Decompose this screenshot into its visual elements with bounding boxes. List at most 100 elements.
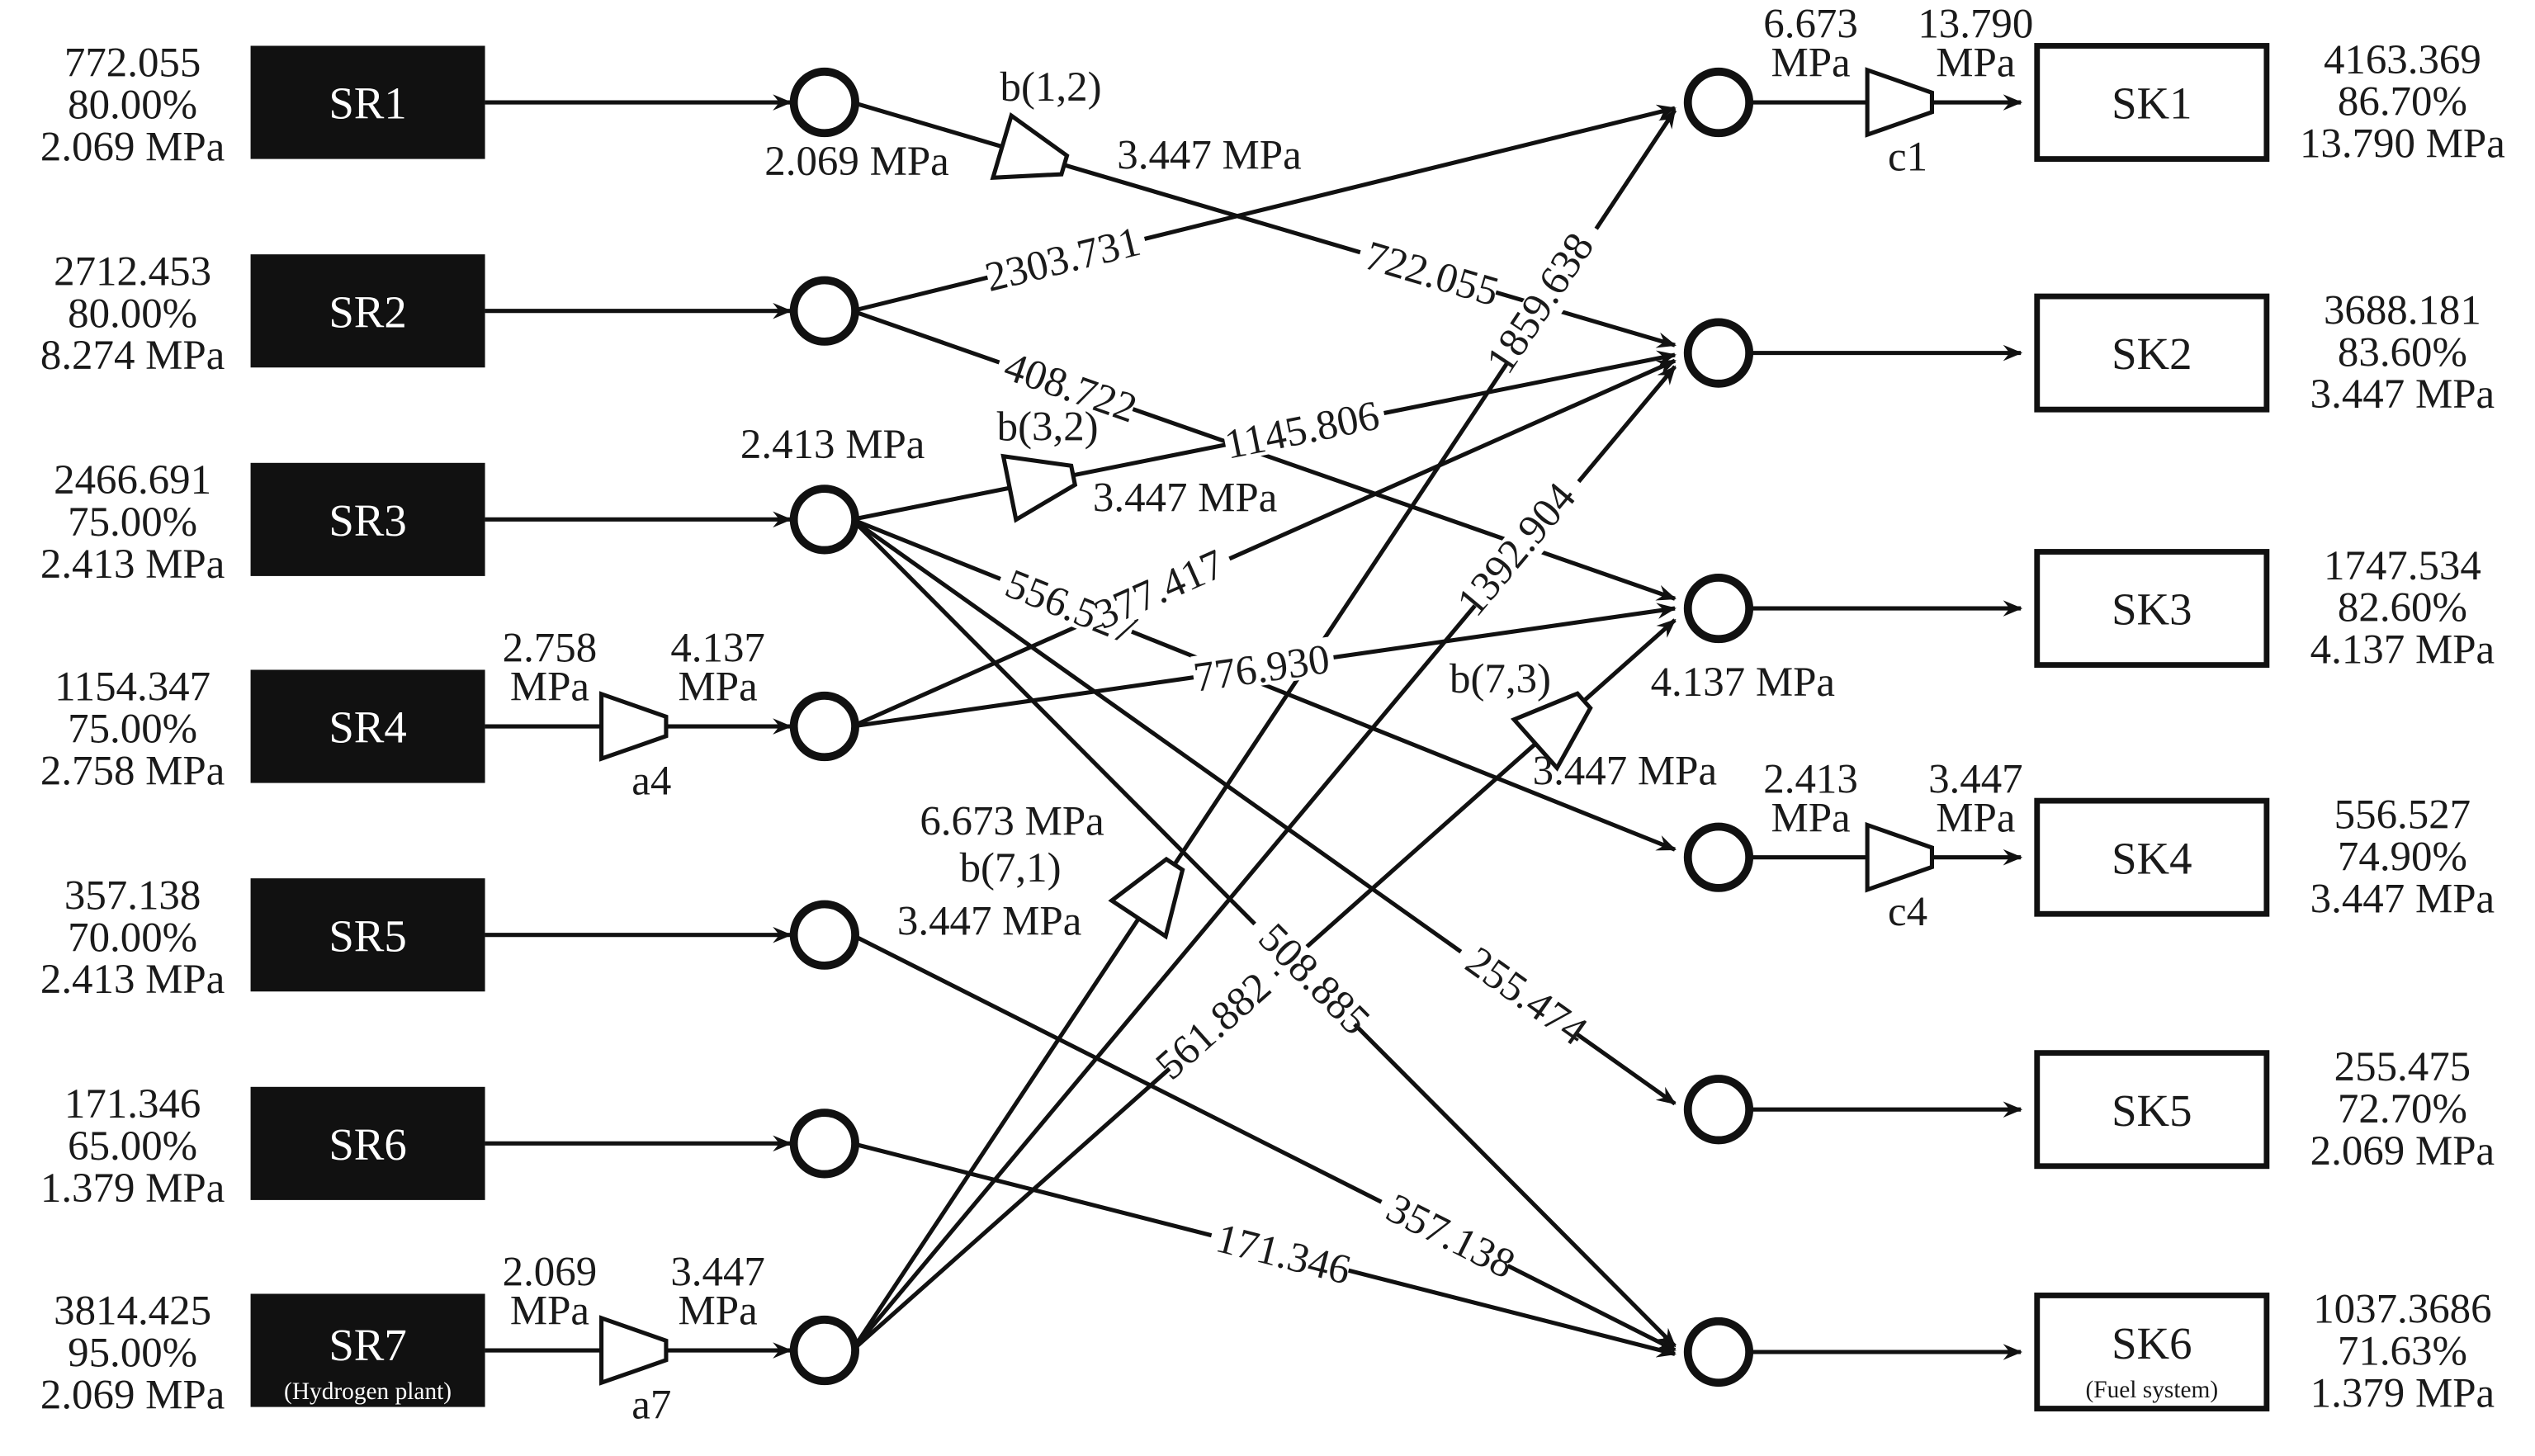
mixer-node-sr4 (789, 691, 859, 762)
source-purity: 80.00% (68, 291, 197, 337)
source-label: SR2 (329, 286, 406, 337)
flow-label-bg (1155, 958, 1288, 1082)
mixer-node-sr2 (789, 276, 859, 346)
source-box-sr4 (250, 669, 485, 783)
sink-box-sk3 (2034, 549, 2270, 669)
compressor-outlet-pressure: 13.790 (1918, 2, 2033, 48)
sink-flow: 1037.3686 (2313, 1287, 2491, 1333)
source-label: SR3 (329, 495, 406, 546)
flow-label-bg (1221, 392, 1388, 463)
compressor-icon (1108, 856, 1185, 940)
flow-value-label: 2303.731 (981, 219, 1145, 301)
sink-box-sk5 (2034, 1050, 2270, 1170)
sink-box-sk6 (2034, 1293, 2270, 1411)
sink-flow: 255.475 (2334, 1044, 2471, 1090)
branch-compressor-outlet-pressure: 3.447 MPa (1093, 475, 1277, 522)
splitter-node-sk1 (1683, 67, 1754, 138)
mixer-node-sr5 (789, 900, 859, 970)
sink-pressure: 3.447 MPa (2310, 371, 2495, 418)
flow-line (851, 358, 1677, 729)
source-purity: 70.00% (68, 915, 197, 961)
branch-compressor-name: b(1,2) (1000, 64, 1102, 111)
flow-label-bg (982, 218, 1149, 295)
source-purity: 65.00% (68, 1123, 197, 1170)
branch-compressor-b(7,3) (1510, 691, 1593, 772)
branch-compressor-outlet-pressure: 3.447 MPa (1117, 132, 1301, 178)
flow-label-bg (1489, 217, 1611, 374)
source-box-sr1 (250, 45, 485, 159)
sink-flow: 556.527 (2334, 792, 2471, 838)
splitter-node-sk5 (1683, 1075, 1754, 1145)
compressor-outlet-unit: MPa (1936, 795, 2015, 841)
mixer-node-sr7 (789, 1315, 859, 1386)
source-label: SR4 (329, 702, 406, 753)
source-flow: 171.346 (64, 1081, 201, 1127)
flow-label-bg (1459, 468, 1592, 617)
branch-compressor-name: b(3,2) (997, 404, 1099, 450)
sink-purity: 83.60% (2338, 329, 2467, 376)
branch-compressor-inlet-pressure: 2.413 MPa (740, 422, 925, 468)
flow-value-label: 1859.638 (1478, 225, 1603, 382)
branch-compressor-name: b(7,3) (1450, 656, 1551, 702)
source-purity: 80.00% (68, 83, 197, 129)
branch-compressor-inlet-pressure: 3.447 MPa (897, 899, 1081, 945)
branch-compressor-name: b(7,1) (960, 845, 1062, 891)
flow-value-label: 377.417 (1088, 541, 1232, 639)
compressor-outlet-pressure: 4.137 (670, 626, 765, 672)
sink-pressure: 1.379 MPa (2310, 1371, 2495, 1417)
compressor-inlet-unit: MPa (1771, 40, 1850, 87)
branch-compressor-b(3,2) (1000, 453, 1078, 523)
sink-flow: 1747.534 (2324, 543, 2481, 589)
sink-pressure: 2.069 MPa (2310, 1128, 2495, 1175)
source-purity: 75.00% (68, 707, 197, 753)
flow-value-label: 722.055 (1360, 233, 1504, 316)
compressor-icon-a7 (599, 1315, 669, 1386)
sink-box-sk2 (2034, 293, 2270, 413)
compressor-inlet-pressure: 6.673 (1763, 2, 1858, 48)
sink-pressure: 4.137 MPa (2310, 627, 2495, 674)
compressor-icon-a4 (599, 691, 669, 762)
flow-label-bg (1190, 636, 1336, 696)
sink-purity: 71.63% (2338, 1329, 2467, 1375)
flow-value-label: 357.138 (1379, 1185, 1522, 1288)
branch-compressor-outlet-pressure: 4.137 MPa (1651, 659, 1835, 706)
compressor-name: c1 (1888, 134, 1927, 180)
mixer-node-sr3 (789, 485, 859, 555)
flow-label-bg (1373, 1183, 1517, 1282)
compressor-inlet-pressure: 2.413 (1763, 756, 1858, 802)
mixer-node-sr6 (789, 1109, 859, 1179)
source-purity: 95.00% (68, 1331, 197, 1377)
branch-compressor-b(1,2) (990, 111, 1070, 180)
flow-value-label: 561.882 (1147, 964, 1280, 1090)
source-pressure: 2.413 MPa (40, 957, 225, 1003)
branch-compressor-outlet-pressure: 6.673 MPa (920, 798, 1104, 844)
compressor-inlet-pressure: 2.069 (503, 1250, 598, 1296)
flow-label-bg (993, 559, 1140, 649)
compressor-outlet-pressure: 3.447 (1928, 756, 2023, 802)
compressor-outlet-pressure: 3.447 (670, 1250, 765, 1296)
sink-purity: 72.70% (2338, 1086, 2467, 1132)
branch-compressor-inlet-pressure: 3.447 MPa (1533, 749, 1717, 795)
branch-compressor-inlet-pressure: 2.069 MPa (764, 139, 948, 185)
source-flow: 357.138 (64, 872, 201, 919)
flow-label-bg (1355, 232, 1502, 310)
sink-label: SK2 (2112, 329, 2192, 379)
flow-value-label: 776.930 (1191, 636, 1333, 702)
sink-label: SK5 (2112, 1085, 2192, 1136)
sink-purity: 74.90% (2338, 834, 2467, 880)
source-box-sr3 (250, 462, 485, 576)
source-pressure: 2.069 MPa (40, 125, 225, 171)
splitter-node-sk4 (1683, 822, 1754, 892)
sink-label: SK3 (2112, 584, 2192, 635)
compressor-icon-c1 (1865, 67, 1935, 138)
source-box-sr2 (250, 254, 485, 368)
mixer-node-sr1 (789, 67, 859, 138)
source-label: SR7 (329, 1320, 406, 1370)
compressor-name: a7 (631, 1382, 671, 1428)
sink-box-sk4 (2034, 797, 2270, 917)
sink-purity: 82.60% (2338, 585, 2467, 631)
source-flow: 772.055 (64, 40, 201, 87)
source-flow: 3814.425 (54, 1288, 211, 1335)
source-label: SR1 (329, 78, 406, 129)
splitter-node-sk3 (1683, 573, 1754, 644)
